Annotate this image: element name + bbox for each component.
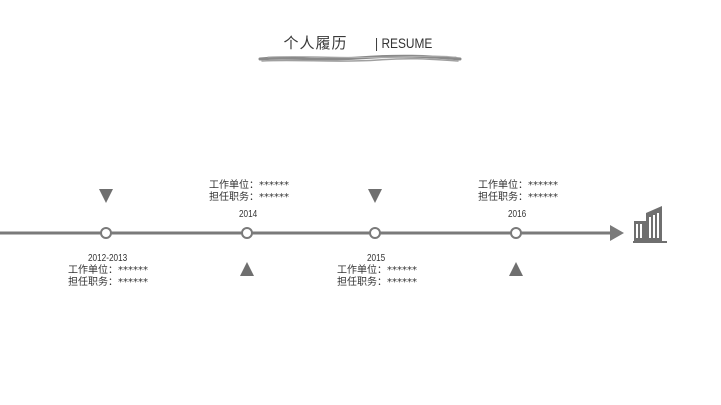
timeline-info: 工作单位：****** 担任职务：****** bbox=[68, 265, 148, 289]
page-subtitle: | RESUME bbox=[375, 35, 433, 51]
brush-underline bbox=[258, 54, 462, 62]
timeline-dot bbox=[241, 227, 253, 239]
triangle-up-icon bbox=[240, 262, 254, 276]
position-line: 担任职务：****** bbox=[478, 192, 558, 203]
timeline-dot bbox=[369, 227, 381, 239]
timeline-dot bbox=[510, 227, 522, 239]
timeline-year: 2012-2013 bbox=[88, 253, 128, 264]
page-title: 个人履历 bbox=[283, 34, 348, 52]
timeline-info: 工作单位：****** 担任职务：****** bbox=[337, 265, 417, 289]
timeline-info: 工作单位：****** 担任职务：****** bbox=[209, 180, 289, 204]
triangle-down-icon bbox=[99, 189, 113, 203]
header: 个人履历 | RESUME bbox=[0, 32, 721, 53]
timeline-arrowhead-icon bbox=[610, 225, 624, 241]
position-line: 担任职务：****** bbox=[337, 277, 417, 288]
triangle-up-icon bbox=[509, 262, 523, 276]
position-line: 担任职务：****** bbox=[209, 192, 289, 203]
building-icon bbox=[633, 206, 667, 243]
timeline-year: 2014 bbox=[239, 209, 258, 220]
company-line: 工作单位：****** bbox=[68, 265, 148, 276]
company-line: 工作单位：****** bbox=[209, 180, 289, 191]
timeline-info: 工作单位：****** 担任职务：****** bbox=[478, 180, 558, 204]
triangle-down-icon bbox=[368, 189, 382, 203]
timeline-dot bbox=[100, 227, 112, 239]
timeline-year: 2015 bbox=[367, 253, 386, 264]
position-line: 担任职务：****** bbox=[68, 277, 148, 288]
company-line: 工作单位：****** bbox=[337, 265, 417, 276]
company-line: 工作单位：****** bbox=[478, 180, 558, 191]
timeline-year: 2016 bbox=[508, 209, 527, 220]
